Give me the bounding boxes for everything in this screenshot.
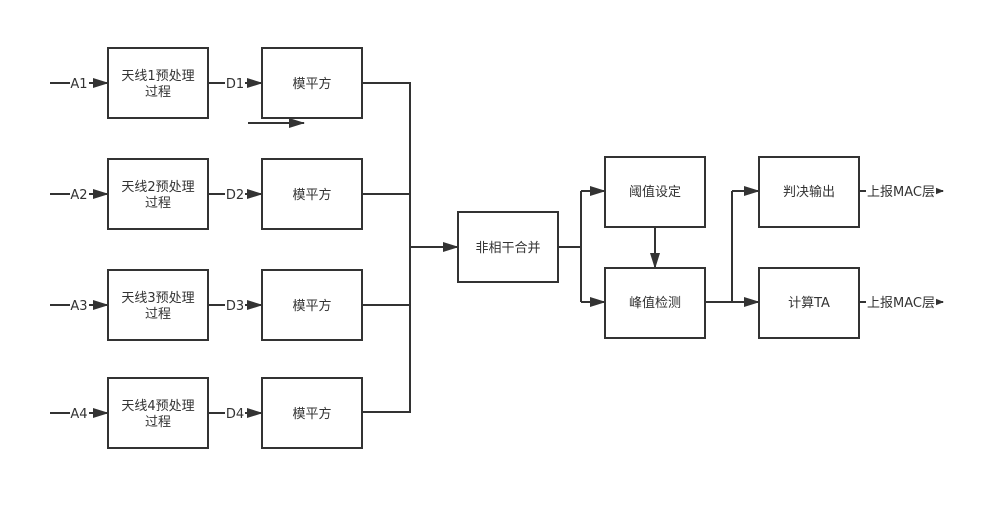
output-label-2: 上报MAC层 xyxy=(867,296,935,311)
preprocess-label-line1: 天线3预处理 xyxy=(121,291,194,306)
preprocess-label-line2: 过程 xyxy=(145,415,171,430)
preprocess-label-line2: 过程 xyxy=(145,85,171,100)
peak-connector xyxy=(705,191,733,303)
peak-detect-label: 峰值检测 xyxy=(629,295,681,311)
preprocess-label-line2: 过程 xyxy=(145,307,171,322)
mid-label: D4 xyxy=(226,407,244,422)
preprocess-label-line1: 天线4预处理 xyxy=(121,399,194,414)
threshold-label: 阈值设定 xyxy=(629,184,681,200)
output-label-1: 上报MAC层 xyxy=(867,185,935,200)
modulus-square-box[interactable] xyxy=(261,269,363,341)
input-label: A3 xyxy=(70,299,87,314)
input-label: A4 xyxy=(70,407,87,422)
mid-label: D2 xyxy=(226,188,244,203)
split-connector xyxy=(558,191,582,302)
combine-label: 非相干合并 xyxy=(475,241,540,256)
peak-detect-box[interactable] xyxy=(604,267,706,339)
decision-label: 判决输出 xyxy=(783,184,835,200)
calc-ta-label: 计算TA xyxy=(788,296,830,311)
threshold-box[interactable] xyxy=(604,156,706,228)
combine-box[interactable] xyxy=(457,211,559,283)
modulus-square-box[interactable] xyxy=(261,47,363,119)
preprocess-label-line1: 天线2预处理 xyxy=(121,180,194,195)
modulus-square-box[interactable] xyxy=(261,377,363,449)
preprocess-label-line2: 过程 xyxy=(145,196,171,211)
preprocess-box[interactable] xyxy=(107,269,209,341)
decision-box[interactable] xyxy=(758,156,860,228)
modulus-square-label: 模平方 xyxy=(292,406,331,422)
preprocess-label-line1: 天线1预处理 xyxy=(121,69,194,84)
preprocess-box[interactable] xyxy=(107,377,209,449)
modulus-square-label: 模平方 xyxy=(292,298,331,314)
modulus-square-label: 模平方 xyxy=(292,187,331,203)
calc-ta-box[interactable] xyxy=(758,267,860,339)
modulus-square-label: 模平方 xyxy=(292,76,331,92)
mid-label: D3 xyxy=(226,299,244,314)
merge-bus xyxy=(362,82,411,413)
input-label: A1 xyxy=(70,77,87,92)
input-label: A2 xyxy=(70,188,87,203)
modulus-square-box[interactable] xyxy=(261,158,363,230)
mid-label: D1 xyxy=(226,77,244,92)
